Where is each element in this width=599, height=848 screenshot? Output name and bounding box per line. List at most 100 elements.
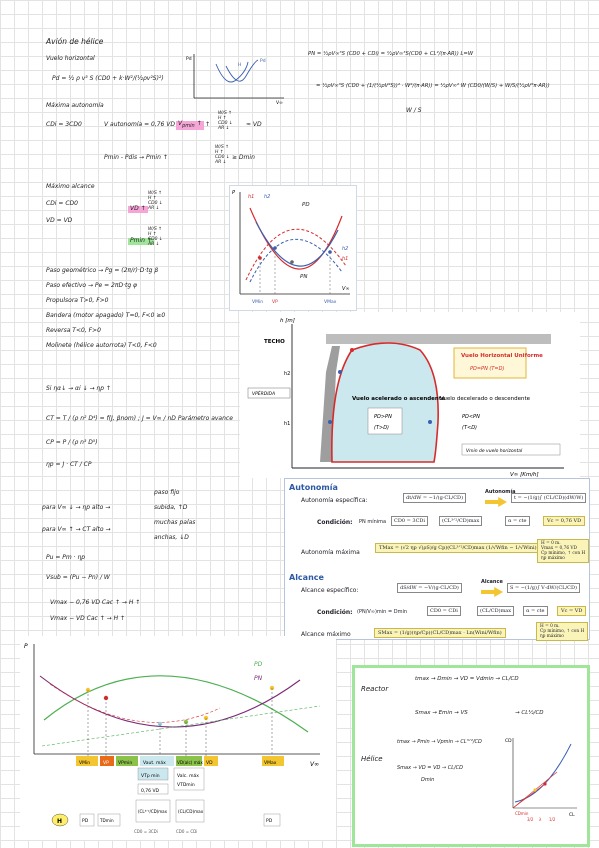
helice-dmin: Dmin	[421, 777, 435, 783]
pd-pn-chart-panel: h1 h2 PD h2 h1 PN P V∞ VMin VP VMax	[229, 185, 357, 311]
reactor-smax: Smax → Emin → VS	[415, 710, 468, 716]
s-eq: S = −(1/g)∫ V·dW/(CL/CD)	[507, 583, 580, 593]
h-badge	[51, 813, 69, 827]
pmin-equation: Pmin - Pdis → Pmin ↑	[104, 154, 168, 161]
mini-cl-label: CL	[569, 812, 575, 818]
sketch-chart: Pd V∞ H Pd	[186, 54, 284, 104]
tag-vaut-max: Vaut. máx	[143, 759, 166, 766]
pmin-highlight: Pmin ↑	[128, 237, 154, 245]
paso-efectivo: Paso efectivo → Pe = 2πD·tg φ	[46, 282, 138, 289]
mini-lambda: λ	[539, 817, 542, 822]
vc-076vd: Vc = 0,76 VD	[543, 516, 586, 526]
sketch-pd-label: Pd	[260, 58, 266, 64]
cd-cl-mini-chart: CD CL CDmin 3/2 λ 1/2	[505, 738, 577, 822]
pd-blue-dashed	[249, 238, 343, 283]
paso-geometrico: Paso geométrico → Pg = (2π/r)·D·tg β	[46, 267, 159, 274]
box-cl-cd: (CL/CD)max	[178, 809, 204, 814]
autonomia-maxima: Autonomía máxima	[301, 549, 360, 556]
pn-purple-curve	[39, 675, 301, 728]
flight-envelope	[331, 342, 439, 463]
v-perdida: VPÉRDIDA	[252, 389, 275, 397]
helice-smax: Smax → VD = VD → CL/CD	[397, 765, 464, 771]
wl-list-4: W/S ↑ H ↑ CD0 ↓ AR ↓	[148, 227, 163, 247]
mini-point-1	[543, 782, 547, 786]
pd-big-formula-2: = ½ρV∞³S (CD0 + (1/(½ρV²S))² · W²/(π·AR)…	[316, 83, 550, 89]
para-vm-high: para V∞ ↑ → CT alto →	[42, 526, 111, 533]
reactor-helice-notes: Reactor tmax → Dmin → VD = Vdmin → CL/CD…	[352, 665, 590, 847]
tag-vmax: VMax	[264, 760, 277, 766]
pd-chart-xlabel: V∞	[342, 286, 350, 292]
para-vm-low: para V∞ ↓ → ηp alto →	[42, 504, 111, 511]
autonomia-title: Autonomía	[289, 483, 338, 492]
techo-chart: h [m] V∞ [Km/h] TECHO h2 h1 VPÉRDIDA Vue…	[247, 318, 564, 478]
h-badge-text: H	[57, 818, 62, 825]
propulsora: Propulsora T>0, F>0	[46, 297, 109, 304]
curve-label-pn: PN	[300, 274, 307, 280]
wl-list-1: W/S ↑ H ↑ CD0 ↓ AR ↓	[218, 111, 233, 131]
tmax-note: H = 0 m. Vmax = 0,76 VD Cp mínimo, ↑ con…	[537, 539, 590, 563]
alcance-especifico: Alcance específico:	[301, 587, 359, 594]
molinete: Molinete (hélice autorrota) T<0, F<0	[46, 342, 157, 349]
vuelo-decelerado: Vuelo decelerado o descendente	[440, 396, 531, 402]
bottom-xlabel: V∞	[310, 761, 319, 768]
box-vtp-min: VTp min	[141, 773, 160, 779]
dec-cond-2: (T<D)	[462, 425, 477, 431]
techo-band	[326, 334, 551, 344]
tag-vpmin: VPmin	[118, 760, 132, 766]
tag-vd-alc-max: VD(alc) máx	[177, 760, 203, 765]
alpha-cte-2: α = cte	[523, 606, 548, 616]
autonomia-arrow	[485, 497, 507, 507]
sketch-xlabel: V∞	[276, 100, 283, 104]
cd0-cdi: CD0 = CDi	[427, 606, 461, 616]
alcance-arrow	[481, 587, 503, 597]
box-vtdmin: VTDmin	[177, 782, 195, 788]
v-autonomy-eq: V autonomía = 0,76 VD → Vpmin ↑	[104, 121, 211, 128]
mini-frac-32: 3/2	[527, 817, 534, 822]
muchas-palas: muchas palas	[154, 519, 196, 526]
techo-h1: h1	[284, 421, 290, 427]
sketch-curve-2	[225, 59, 259, 82]
pd-chart-vmax: VMax	[324, 299, 337, 305]
vsub-equation: Vsub = (Pu − Pn) / W	[46, 574, 110, 581]
bottom-pn-label: PN	[254, 675, 263, 682]
acel-cond-2: (T>D)	[374, 425, 389, 431]
reactor-label: Reactor	[361, 685, 389, 693]
cd0-3cdi: CD0 = 3CDi	[391, 516, 428, 526]
condicion-label-2: Condición:	[317, 609, 353, 616]
pd-red-dashed	[245, 228, 347, 281]
reactor-tmax: tmax → Dmin → VD = Vdmin → CL/CD	[415, 676, 519, 682]
wl-list-2: W/S ↑ H ↑ CD0 ↓ AR ↓	[215, 145, 230, 165]
dec-cond-1: PD<PN	[462, 414, 480, 420]
box-pd: PD	[82, 818, 89, 824]
techo-ylabel: h [m]	[280, 318, 295, 324]
pd-chart-ylabel: P	[232, 190, 235, 196]
reversa: Reversa T<0, F>0	[46, 327, 101, 334]
curve-label-h1b: h1	[342, 256, 348, 262]
techo-xlabel: V∞ [Km/h]	[510, 472, 539, 478]
pn-minima: PN mínima	[359, 519, 387, 525]
techo-point-h1	[328, 420, 332, 424]
vmin-vuelo-horizontal: Vmin de vuelo horizontal	[466, 448, 523, 454]
dmin-equation: ≥ Dmin	[232, 154, 255, 161]
vuelo-acelerado: Vuelo acelerado o ascendente	[352, 396, 445, 402]
si-line: Si ηα↓ → αi ↓ → ηp ↑	[46, 385, 111, 392]
pd-point-4	[290, 260, 294, 264]
techo-point-top	[350, 348, 354, 352]
pd-chart-vp: VP	[272, 299, 278, 305]
pd-point-3	[328, 250, 332, 254]
pd-formula: Pd = ½ ρ v³ S (CD0 + k·W²/(½ρv²S)²)	[52, 75, 164, 82]
alcance-title: Alcance	[289, 573, 324, 582]
stall-band	[320, 346, 340, 462]
tag-vp: VP	[103, 760, 109, 766]
curve-label-h1: h1	[248, 194, 254, 200]
bottom-pd-label: PD	[254, 661, 263, 668]
alpha-cte: α = cte	[505, 516, 530, 526]
autonomia-tag: Autonomía	[485, 489, 516, 495]
wl-list-3: W/S ↑ H ↑ CD0 ↓ AR ↓	[148, 191, 163, 211]
vpmin-highlight: Vpmin ↑	[176, 120, 204, 130]
techo-chart-panel: h [m] V∞ [Km/h] TECHO h2 h1 VPÉRDIDA Vue…	[240, 312, 580, 478]
helice-label: Hélice	[361, 755, 383, 763]
cdi-cd0-eq: CDi = CD0	[46, 200, 78, 207]
ds-eq: dS/dW = −V/(g·CL/CD)	[397, 583, 462, 593]
vuelo-horizontal-sub: PD=PN (T=D)	[470, 366, 504, 372]
